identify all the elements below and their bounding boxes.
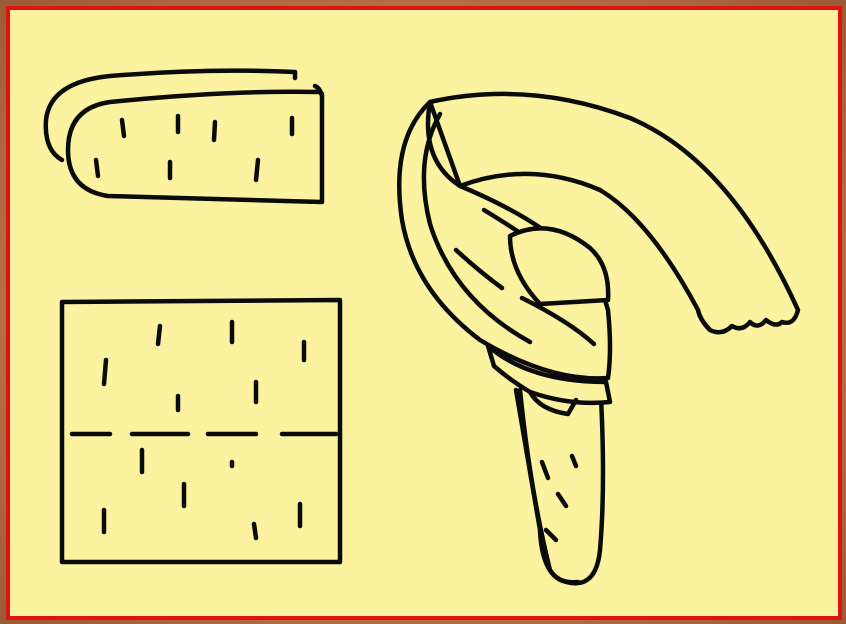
finger-bandage-wrap	[399, 94, 798, 583]
illustration-frame	[6, 6, 842, 620]
pad-texture-marks	[104, 322, 304, 538]
bandage-illustration	[10, 10, 838, 616]
strip-front-layer	[68, 92, 322, 202]
square-bandage-pad	[62, 300, 340, 562]
folded-bandage-strip	[46, 71, 322, 202]
